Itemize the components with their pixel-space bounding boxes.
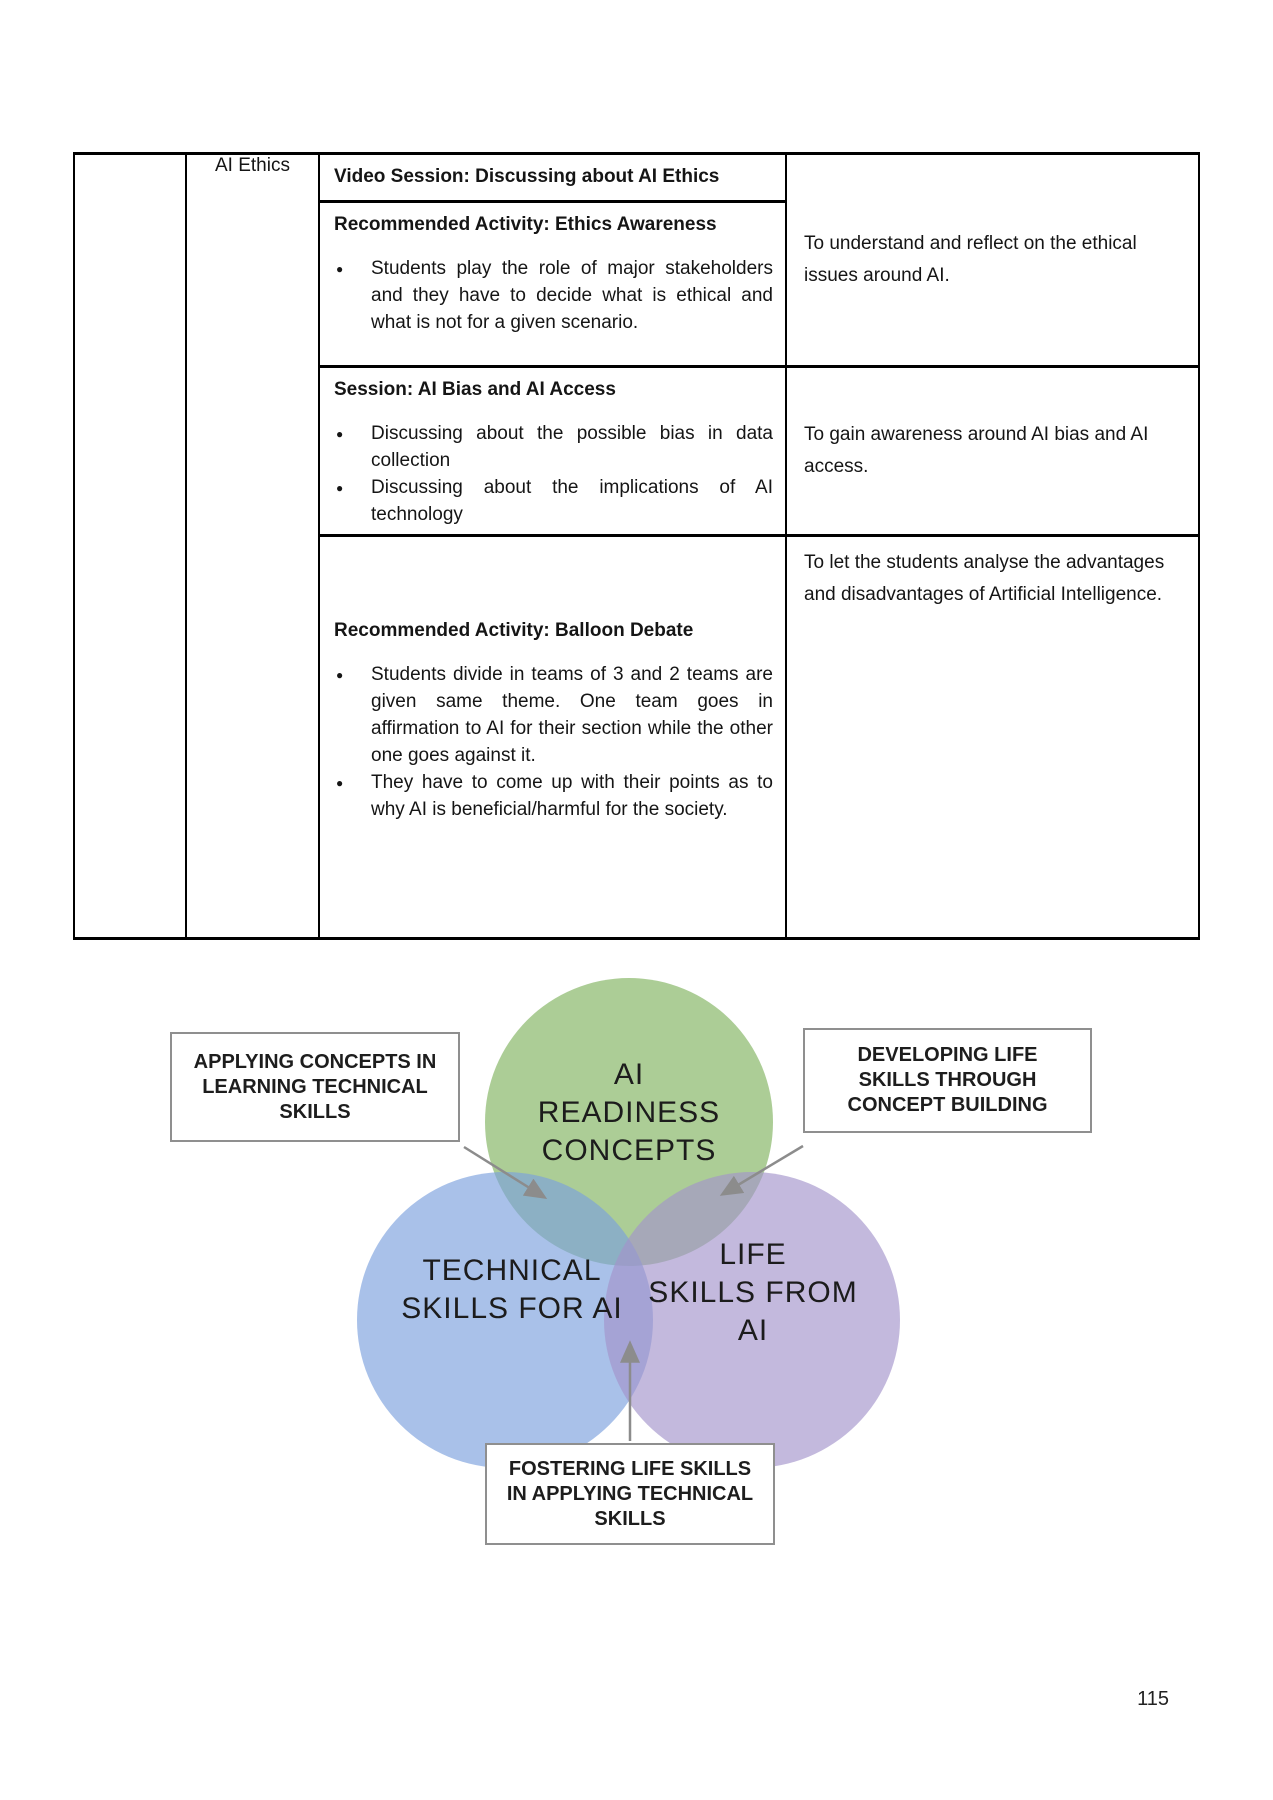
circle-life-skills — [604, 1172, 900, 1468]
bullet-item: They have to come up with their points a… — [334, 769, 773, 823]
callout-line: APPLYING CONCEPTS IN — [193, 1050, 437, 1073]
label-line: SKILLS FOR AI — [401, 1292, 623, 1325]
heading-balloon-debate: Recommended Activity: Balloon Debate — [334, 620, 694, 641]
callout-line: CONCEPT BUILDING — [847, 1094, 1048, 1116]
cell-bias-access: Session: AI Bias and AI Access Discussin… — [318, 365, 787, 537]
callout-line: DEVELOPING LIFE — [857, 1044, 1038, 1066]
objective-balloon-text: To let the students analyse the advantag… — [804, 552, 1165, 605]
venn-diagram: AI READINESS CONCEPTS TECHNICAL SKILLS F… — [150, 940, 1130, 1610]
heading-bias-access: Session: AI Bias and AI Access — [334, 379, 616, 400]
cell-balloon-debate: Recommended Activity: Balloon Debate Stu… — [318, 534, 787, 940]
label-line: READINESS — [537, 1096, 721, 1129]
cell-objective-ethics: To understand and reflect on the ethical… — [785, 152, 1200, 368]
callout-line: IN APPLYING TECHNICAL — [506, 1482, 754, 1505]
bias-access-bullets: Discussing about the possible bias in da… — [334, 420, 773, 528]
cell-ethics-awareness: Recommended Activity: Ethics Awareness S… — [318, 200, 787, 368]
bullet-item: Discussing about the possible bias in da… — [334, 420, 773, 474]
label-ai-readiness-concepts: AI READINESS CONCEPTS — [538, 1056, 720, 1170]
curriculum-table: AI Ethics Video Session: Discussing abou… — [73, 152, 1200, 940]
label-line: LIFE — [719, 1238, 787, 1271]
objective-ethics-text: To understand and reflect on the ethical… — [804, 233, 1137, 286]
callout-line: LEARNING TECHNICAL — [202, 1075, 428, 1098]
page-number: 115 — [1137, 1688, 1169, 1710]
callout-line: SKILLS THROUGH — [858, 1069, 1037, 1091]
callout-developing-life-skills: DEVELOPING LIFE SKILLS THROUGH CONCEPT B… — [803, 1028, 1092, 1133]
cell-objective-bias: To gain awareness around AI bias and AI … — [785, 365, 1200, 537]
heading-ethics-awareness: Recommended Activity: Ethics Awareness — [334, 214, 717, 235]
callout-applying-concepts: APPLYING CONCEPTS IN LEARNING TECHNICAL … — [170, 1032, 460, 1142]
bullet-item: Discussing about the implications of AI … — [334, 474, 773, 528]
objective-bias-text: To gain awareness around AI bias and AI … — [804, 424, 1149, 477]
callout-line: SKILLS — [594, 1507, 666, 1530]
label-line: SKILLS FROM — [648, 1276, 858, 1309]
label-technical-skills: TECHNICAL SKILLS FOR AI — [401, 1252, 622, 1328]
callout-fostering-life-skills: FOSTERING LIFE SKILLS IN APPLYING TECHNI… — [485, 1443, 775, 1545]
label-life-skills: LIFE SKILLS FROM AI — [648, 1236, 857, 1350]
balloon-debate-bullets: Students divide in teams of 3 and 2 team… — [334, 661, 773, 823]
label-line: AI — [737, 1314, 769, 1347]
ethics-awareness-bullets: Students play the role of major stakehol… — [334, 255, 773, 336]
cell-objective-balloon: To let the students analyse the advantag… — [785, 534, 1200, 940]
cell-video-session: Video Session: Discussing about AI Ethic… — [318, 152, 787, 203]
callout-line: SKILLS — [279, 1100, 351, 1123]
circle-technical-skills — [357, 1172, 653, 1468]
heading-video-session: Video Session: Discussing about AI Ethic… — [334, 166, 720, 187]
callout-line: FOSTERING LIFE SKILLS — [508, 1457, 752, 1480]
bullet-item: Students play the role of major stakehol… — [334, 255, 773, 336]
label-line: AI — [613, 1058, 645, 1091]
bullet-item: Students divide in teams of 3 and 2 team… — [334, 661, 773, 769]
label-line: CONCEPTS — [541, 1134, 717, 1167]
label-line: TECHNICAL — [422, 1254, 602, 1287]
cell-topic: AI Ethics — [185, 152, 320, 940]
cell-unit-empty — [73, 152, 187, 940]
